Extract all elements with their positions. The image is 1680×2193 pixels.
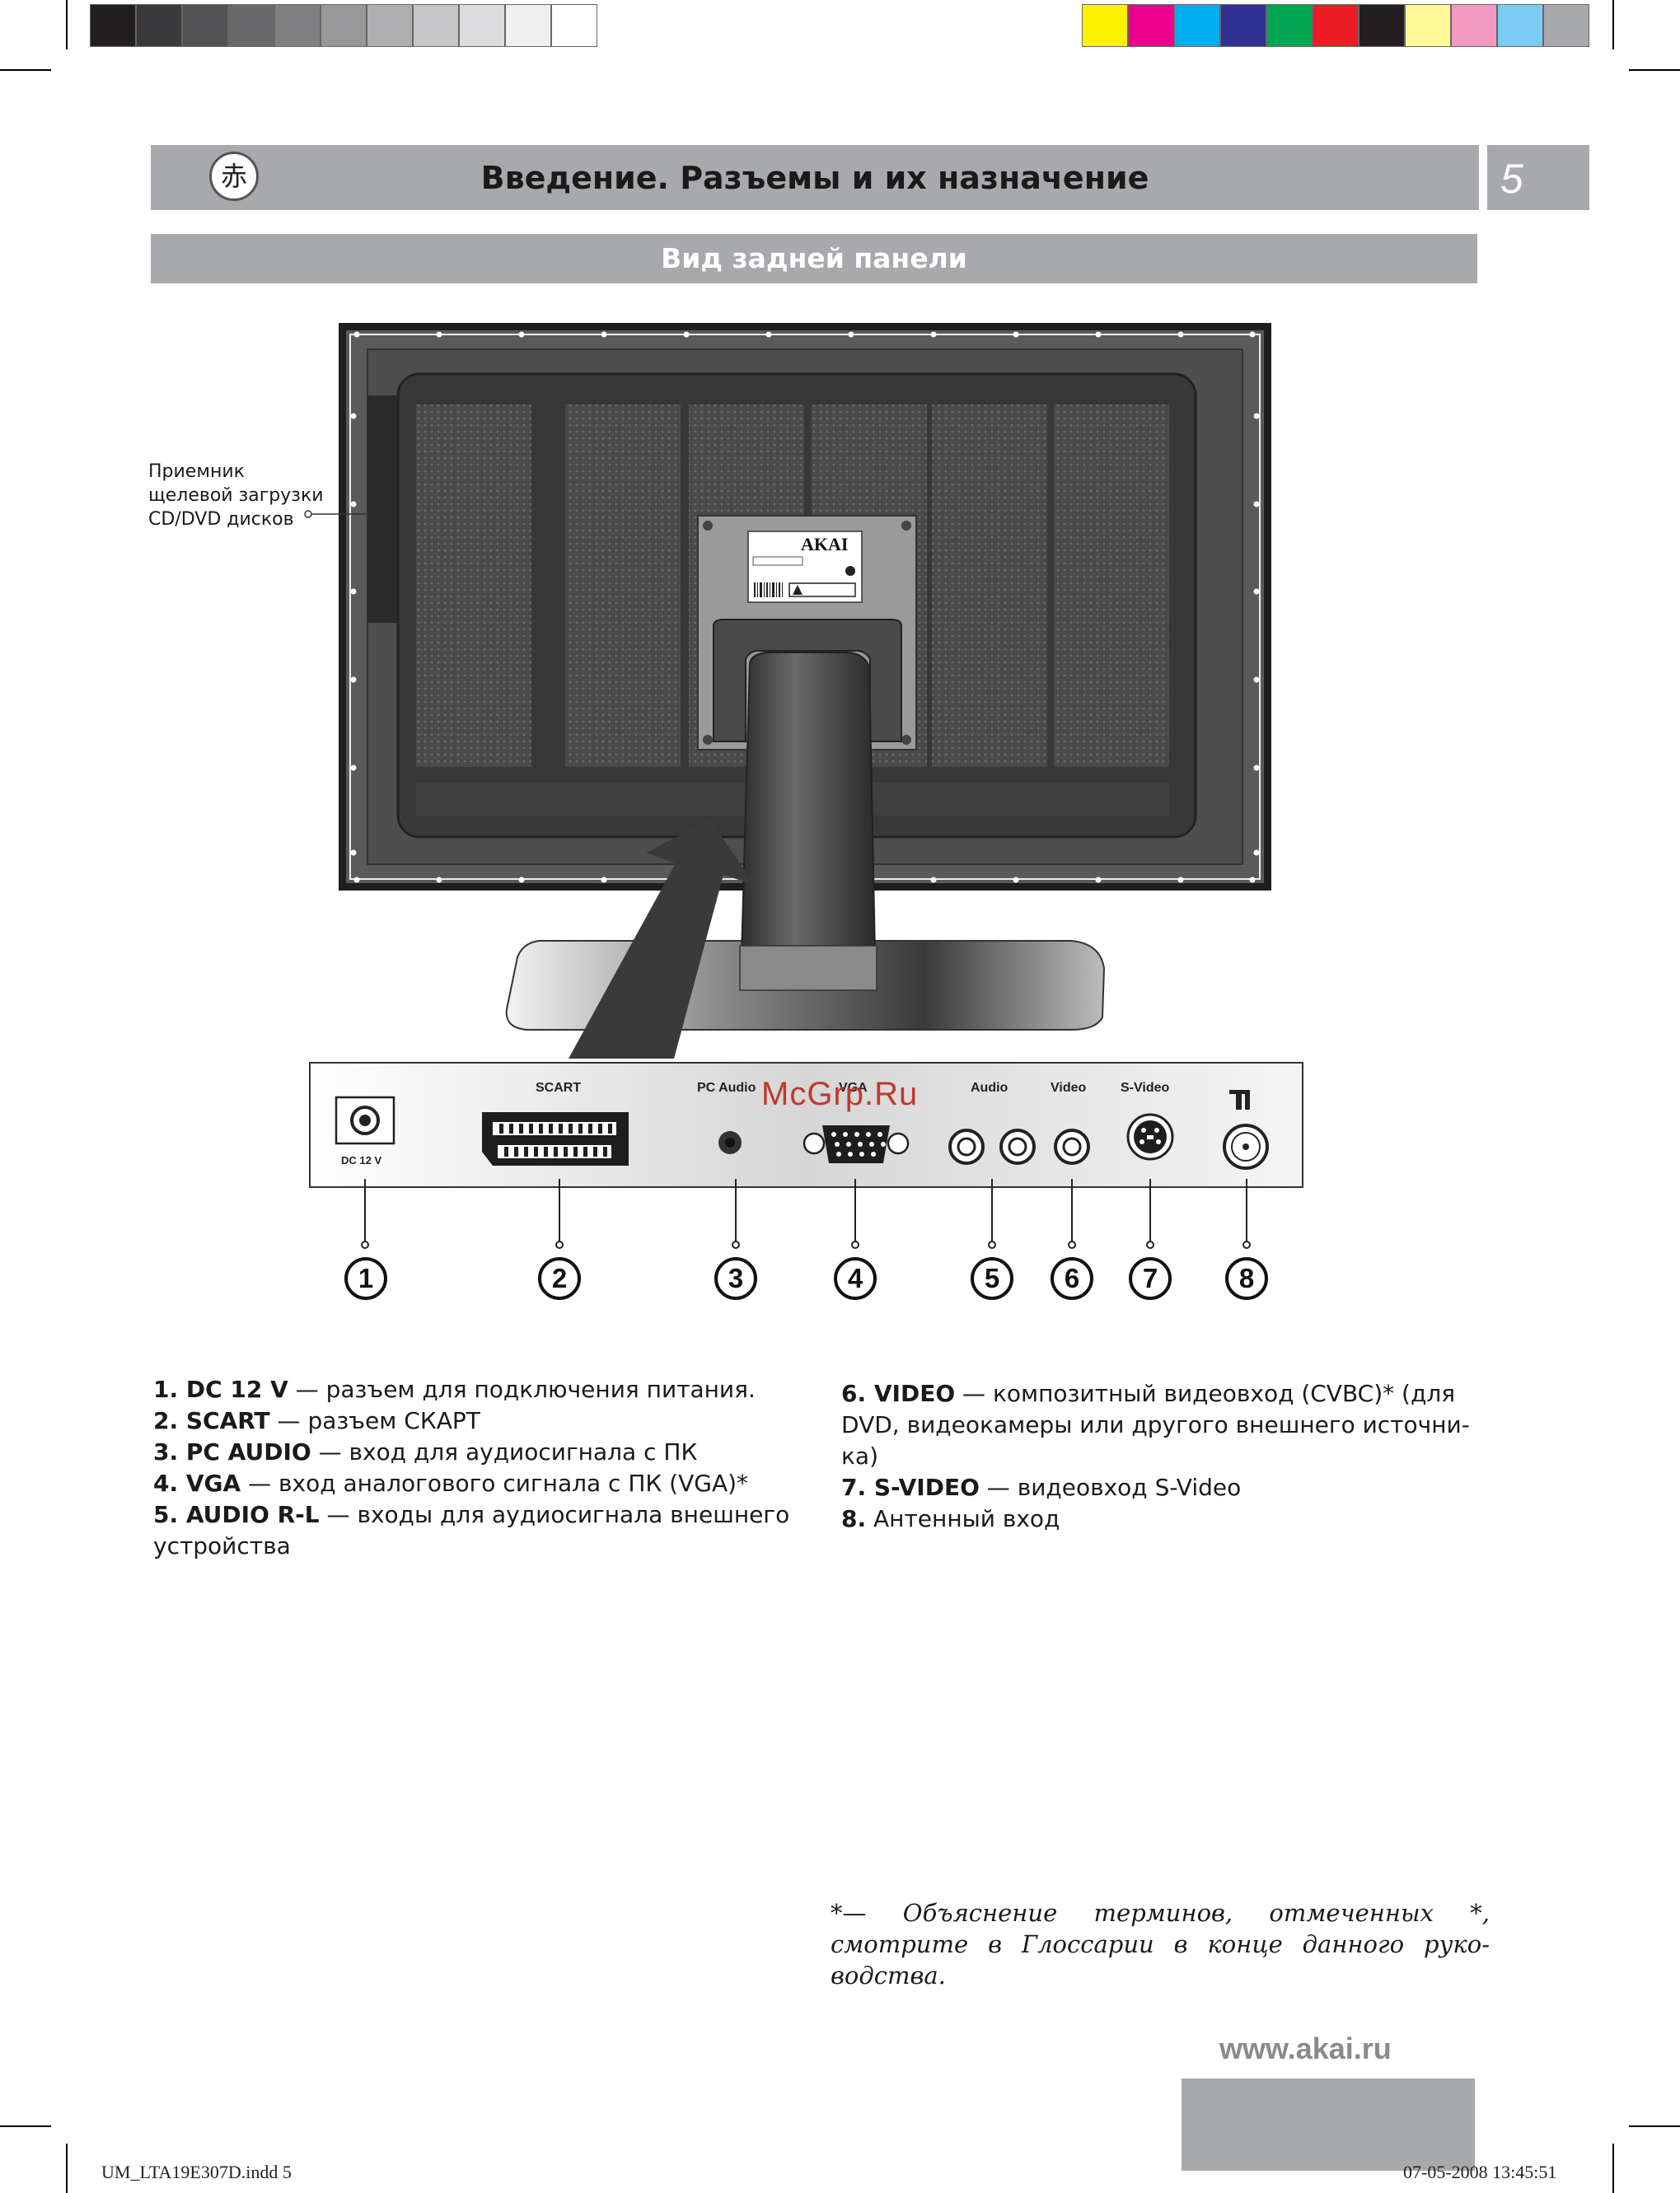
description-text: ка) [841,1443,878,1470]
gray-swatch [90,4,136,47]
callout-line: щелевой загрузки [148,485,324,506]
tv-brand-label: AKAI [801,534,849,554]
crop-mark [1629,2125,1680,2127]
description-text: DVD, видеокамеры или другого внешнего ис… [841,1411,1470,1438]
description-text: — композитный видеовход (CVBC)* (для [955,1380,1456,1407]
number-badge: 2 [538,1257,581,1300]
gray-swatch [182,4,228,47]
website-url[interactable]: www.akai.ru [1219,2032,1392,2065]
color-swatch [1220,4,1266,47]
svideo-label: S-Video [1121,1081,1170,1095]
description-item: ка) [841,1441,1509,1472]
color-swatch [1266,4,1313,47]
connector-panel [309,1062,1303,1249]
description-key: 8. [841,1505,867,1532]
tv-rear-illustration [304,323,1271,1059]
gray-swatch [274,4,321,47]
color-swatch [1405,4,1451,47]
description-text: — вход аналогового сигнала с ПК (VGA)* [241,1470,749,1497]
description-item: 2. SCART — разъем СКАРТ [153,1405,804,1437]
description-item: 6. VIDEO — композитный видеовход (CVBC)*… [841,1378,1509,1410]
audio-label: Audio [971,1081,1008,1095]
footer-datetime: 07-05-2008 13:45:51 [1403,2162,1557,2182]
callout-line: CD/DVD дисков [148,509,294,530]
vga-label: VGA [839,1081,868,1095]
number-badge: 5 [971,1257,1013,1300]
color-swatch [1359,4,1405,47]
gray-block [1182,2078,1475,2171]
footnote: *— Объяснение терминов, отмеченных *, см… [831,1899,1490,1990]
color-swatch [1497,4,1543,47]
pc-audio-label: PC Audio [697,1081,756,1095]
description-item: 5. AUDIO R-L — входы для аудиосигнала вн… [153,1499,804,1531]
description-key: 6. VIDEO [841,1380,956,1407]
color-swatch [1543,4,1589,47]
crop-mark [1612,2144,1614,2193]
description-list-right: 6. VIDEO — композитный видеовход (CVBC)*… [841,1378,1509,1535]
gray-swatch [505,4,551,47]
logo-icon: 赤 [209,152,259,201]
description-item: 4. VGA — вход аналогового сигнала с ПК (… [153,1468,804,1499]
scart-label: SCART [536,1081,582,1095]
section-bar: Вид задней панели [151,234,1477,283]
color-swatch [1082,4,1128,47]
dc-label: DC 12 V [341,1154,382,1167]
gray-swatch [367,4,413,47]
crop-mark [0,69,51,71]
description-item: DVD, видеокамеры или другого внешнего ис… [841,1410,1509,1441]
gray-swatch [459,4,505,47]
number-badge: 4 [834,1257,877,1300]
description-item: 8. Антенный вход [841,1503,1509,1535]
page-number: 5 [1500,156,1523,202]
number-badge: 1 [344,1257,387,1300]
gray-swatch [136,4,182,47]
description-item: 7. S-VIDEO — видеовход S-Video [841,1472,1509,1503]
description-text: — входы для аудиосигнала внешнего [319,1501,790,1528]
section-title: Вид задней панели [661,242,967,274]
description-text: устройства [153,1532,291,1559]
gray-swatch [228,4,274,47]
description-list-left: 1. DC 12 V — разъем для подключения пита… [153,1374,804,1562]
description-item: 1. DC 12 V — разъем для подключения пита… [153,1374,804,1405]
description-key: 3. PC AUDIO [153,1438,311,1466]
gray-swatch [413,4,459,47]
crop-mark [0,2125,51,2127]
description-item: устройства [153,1531,804,1562]
description-item: 3. PC AUDIO — вход для аудиосигнала с ПК [153,1437,804,1468]
page-number-box: 5 [1487,145,1589,210]
description-text: Антенный вход [866,1505,1060,1532]
gray-swatch [551,4,597,47]
description-text: — разъем для подключения питания. [288,1376,756,1403]
crop-mark [1629,69,1680,71]
description-key: 1. DC 12 V [153,1376,288,1403]
description-key: 7. S-VIDEO [841,1474,980,1501]
description-key: 4. VGA [153,1470,241,1497]
crop-mark [66,2144,68,2193]
number-badge: 3 [714,1257,757,1300]
color-swatch [1128,4,1174,47]
description-key: 2. SCART [153,1407,270,1434]
watermark: McGrp.Ru [761,1076,919,1112]
page-title: Введение. Разъемы и их назначение [480,160,1149,196]
crop-mark [66,0,68,49]
color-swatch [1174,4,1220,47]
callout-line: Приемник [148,461,245,482]
description-key: 5. AUDIO R-L [153,1501,320,1528]
color-swatch [1451,4,1497,47]
number-badge: 7 [1129,1257,1172,1300]
number-badge: 8 [1225,1257,1268,1300]
number-badge: 6 [1051,1257,1093,1300]
description-text: — вход для аудиосигнала с ПК [311,1438,698,1466]
video-label: Video [1051,1081,1087,1095]
gray-swatch [321,4,367,47]
title-bar: Введение. Разъемы и их назначение [151,145,1479,210]
footer-file-name: UM_LTA19E307D.indd 5 [101,2162,292,2182]
disc-slot-callout: Приемник щелевой загрузки CD/DVD дисков [148,460,324,531]
description-text: — видеовход S-Video [979,1474,1242,1501]
color-swatch [1313,4,1359,47]
description-text: — разъем СКАРТ [269,1407,480,1434]
crop-mark [1612,0,1614,49]
